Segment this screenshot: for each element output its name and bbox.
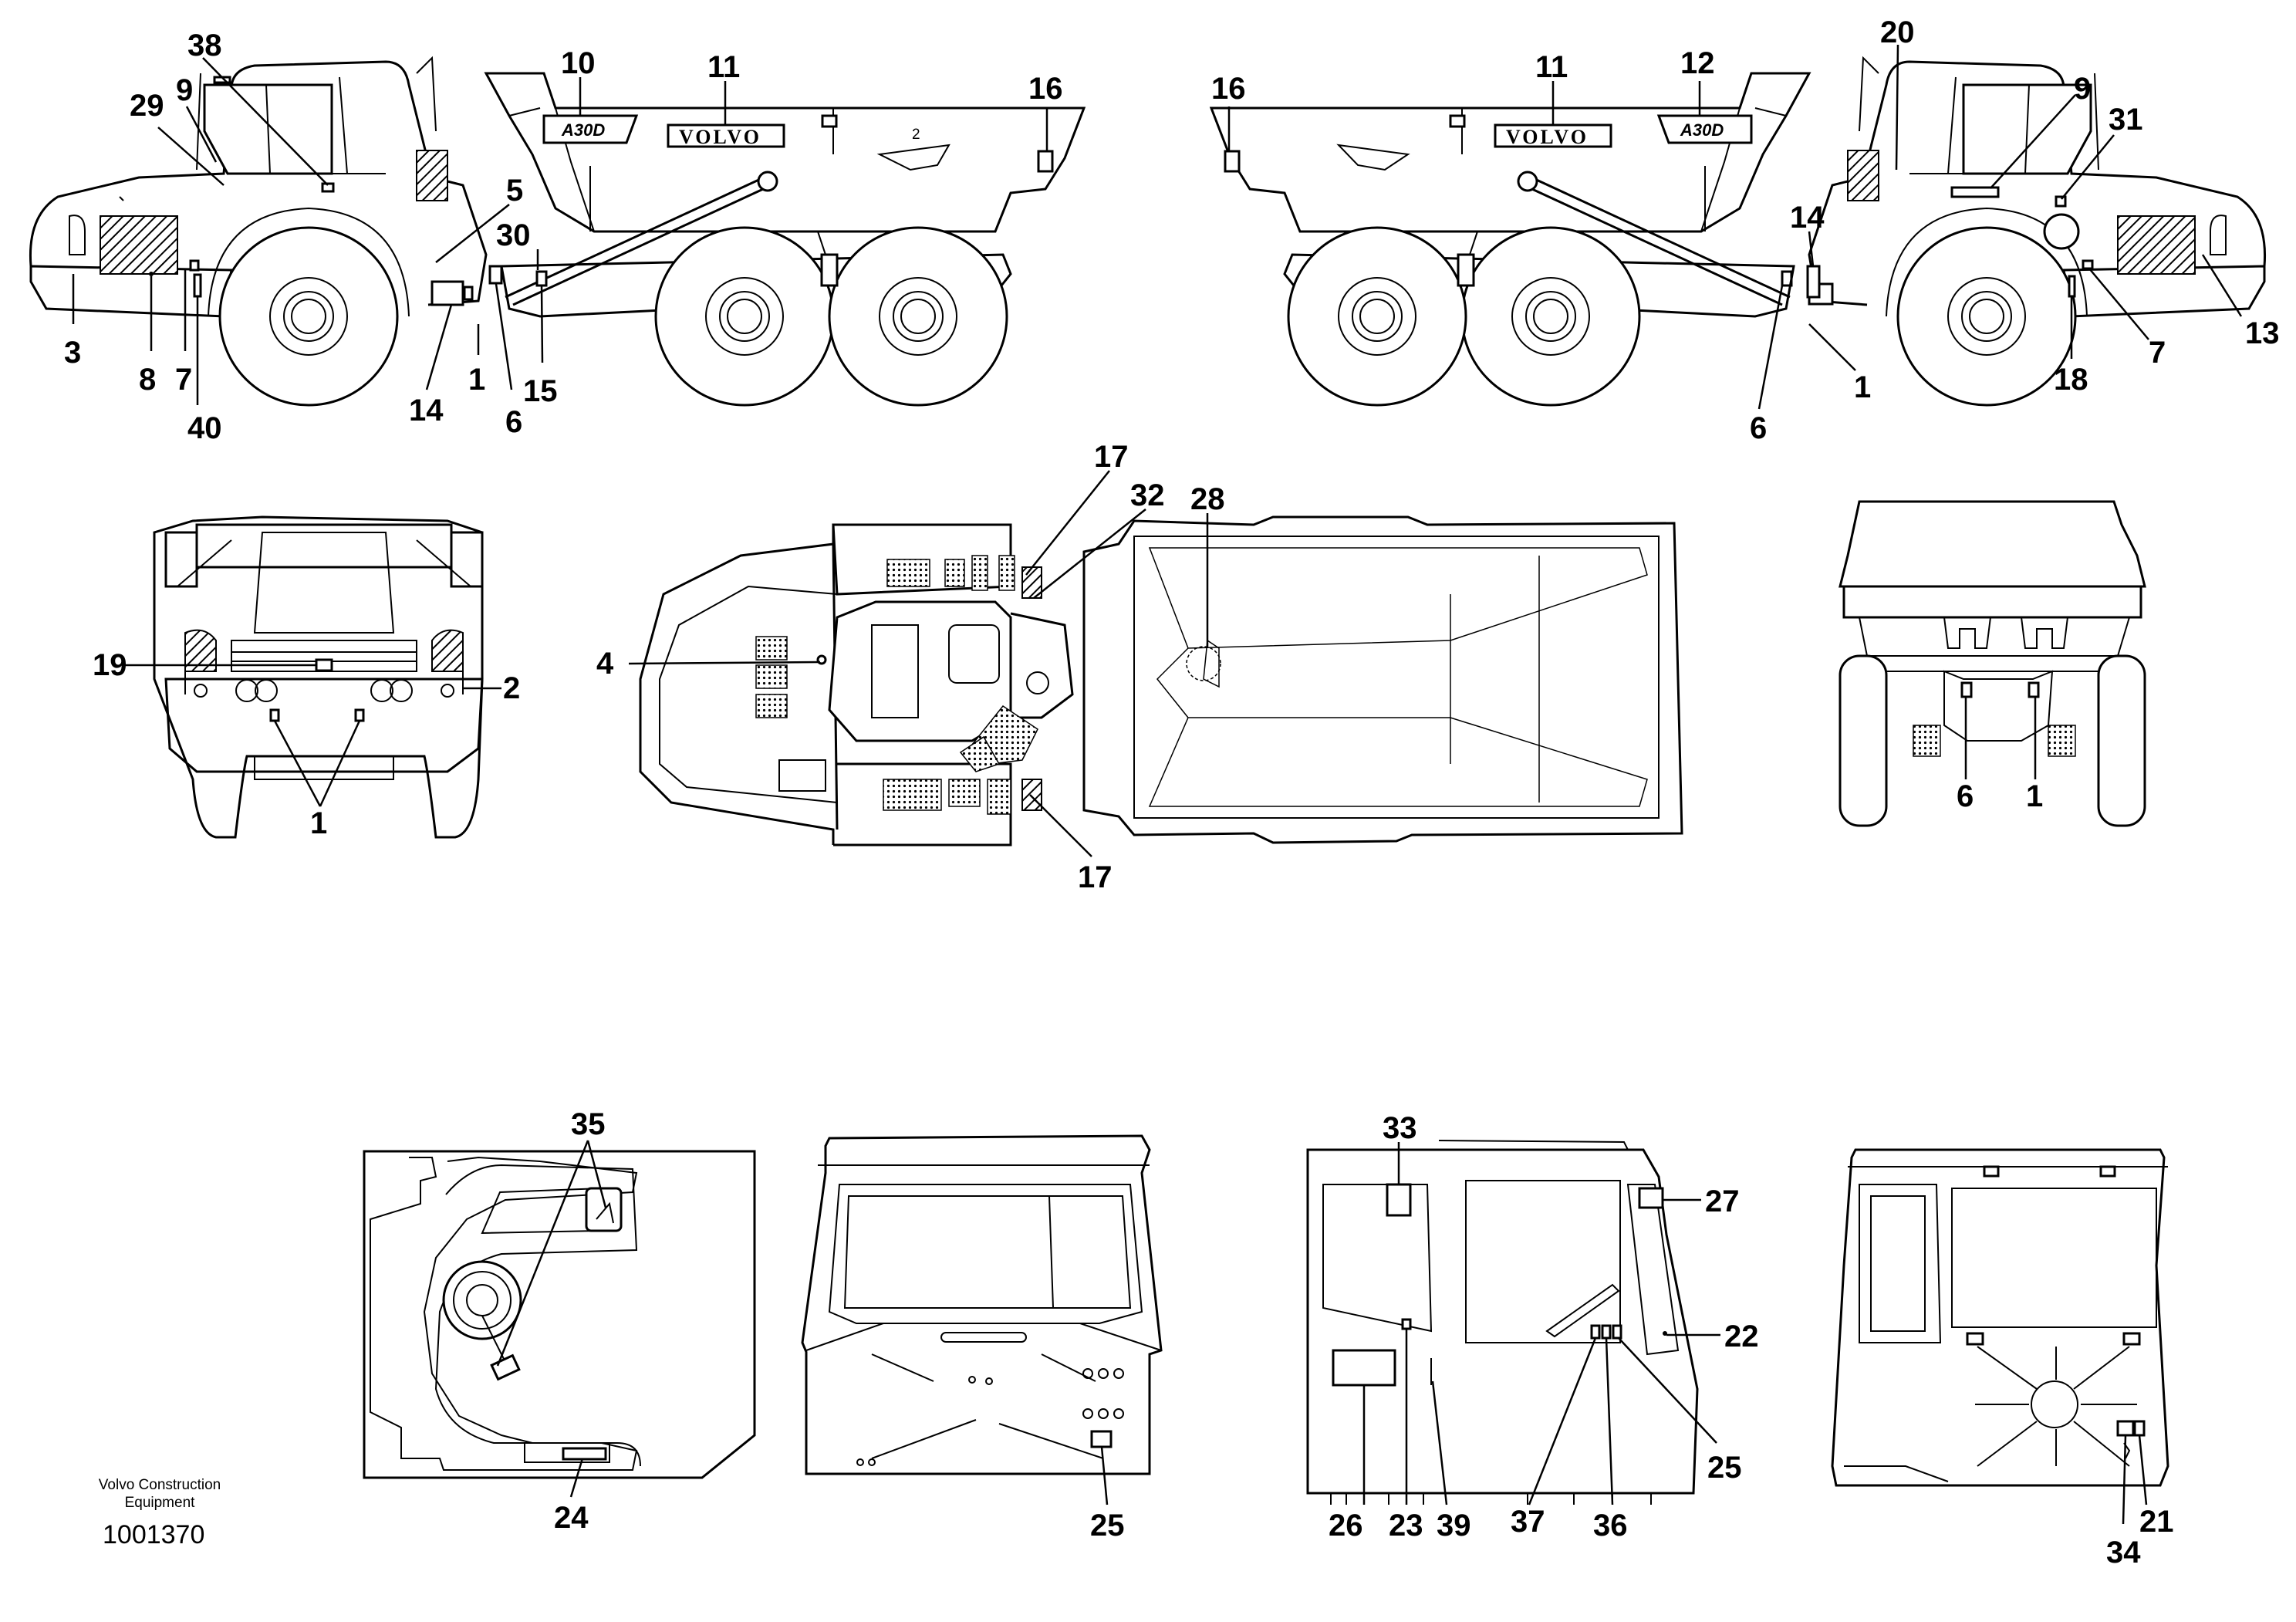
callout-15-left: 15: [523, 374, 558, 408]
callout-35-floor: 35: [571, 1107, 606, 1141]
callout-37-side: 37: [1511, 1505, 1545, 1539]
callout-36-side: 36: [1593, 1509, 1628, 1543]
callout-2-front: 2: [503, 671, 520, 705]
callout-12-right: 12: [1680, 46, 1715, 80]
callout-1-front: 1: [310, 806, 327, 840]
callout-34-cab-rear: 34: [2106, 1536, 2141, 1570]
callout-39-side: 39: [1437, 1509, 1471, 1543]
callout-27-side: 27: [1705, 1184, 1740, 1218]
callout-11-left: 11: [707, 50, 740, 84]
callout-7-left: 7: [175, 363, 192, 397]
callout-14-right: 14: [1790, 201, 1825, 235]
cab-front-view: [801, 1134, 1163, 1475]
callout-24-floor: 24: [554, 1501, 589, 1535]
callout-29-left: 29: [130, 89, 164, 123]
model-plate-text: A30D: [561, 120, 605, 140]
callout-31-right: 31: [2109, 103, 2143, 137]
document-number: 1001370: [103, 1520, 204, 1549]
callout-16-left: 16: [1028, 72, 1063, 106]
callout-38-left: 38: [187, 29, 222, 63]
callout-9-right: 9: [2074, 72, 2091, 106]
left-side-view: 2 A30D VOLVO: [29, 56, 1086, 407]
right-side-view: A30D VOLVO: [1209, 56, 2267, 407]
callout-22-side: 22: [1724, 1320, 1759, 1353]
callout-17-top-upper: 17: [1094, 440, 1129, 474]
callout-33-side: 33: [1383, 1111, 1417, 1145]
dump-box-mark: 2: [912, 127, 920, 143]
callout-3-left: 3: [64, 336, 81, 370]
callout-10-left: 10: [561, 46, 596, 80]
figure-footer: Volvo Construction Equipment 1001370: [99, 1477, 221, 1549]
callout-19-front: 19: [93, 648, 127, 682]
callout-25-side: 25: [1707, 1451, 1742, 1485]
callout-20-right: 20: [1880, 15, 1915, 49]
callout-40-left: 40: [187, 411, 222, 445]
callout-25-cab-front: 25: [1090, 1509, 1125, 1543]
leader-lines: [72, 44, 2243, 1525]
model-plate-text-right: A30D: [1680, 120, 1724, 140]
footer-company-line2: Equipment: [125, 1495, 196, 1511]
callout-23-side: 23: [1389, 1509, 1423, 1543]
callout-13-right: 13: [2245, 316, 2280, 350]
callout-30-left: 30: [496, 218, 531, 252]
front-view: [153, 515, 484, 839]
callout-5-left: 5: [506, 174, 523, 208]
callout-26-side: 26: [1329, 1509, 1363, 1543]
callout-21-cab-rear: 21: [2139, 1505, 2174, 1539]
callout-8-left: 8: [139, 363, 156, 397]
callout-6-left: 6: [505, 405, 522, 439]
callout-7-right: 7: [2149, 336, 2166, 370]
cab-floor-view: [363, 1150, 756, 1479]
callout-9-left: 9: [176, 73, 193, 107]
callout-1-right: 1: [1854, 370, 1871, 404]
top-view: [639, 515, 1683, 846]
callout-6-right: 6: [1750, 411, 1767, 445]
callout-numbers: 38 9 29 10 11 16 5 30 3 8 7 40 14 1 6 15…: [64, 15, 2280, 1570]
rear-view: [1838, 500, 2146, 827]
footer-company: Volvo Construction: [99, 1477, 221, 1493]
cab-rear-view: [1831, 1148, 2169, 1487]
brand-plate-text-right: VOLVO: [1506, 126, 1589, 148]
callout-16-right: 16: [1211, 72, 1246, 106]
callout-17-top-lower: 17: [1078, 860, 1113, 894]
callout-1-left: 1: [468, 363, 485, 397]
cab-side-view: [1306, 1140, 1699, 1505]
brand-plate-text: VOLVO: [679, 126, 761, 148]
callout-1-rear: 1: [2026, 779, 2043, 813]
callout-11-right: 11: [1535, 50, 1568, 84]
callout-18-right: 18: [2054, 363, 2088, 397]
callout-32-top: 32: [1130, 478, 1165, 512]
callout-6-rear: 6: [1957, 779, 1974, 813]
callout-4-top: 4: [596, 647, 614, 681]
callout-14-left: 14: [409, 394, 444, 427]
callout-28-top: 28: [1190, 482, 1225, 516]
